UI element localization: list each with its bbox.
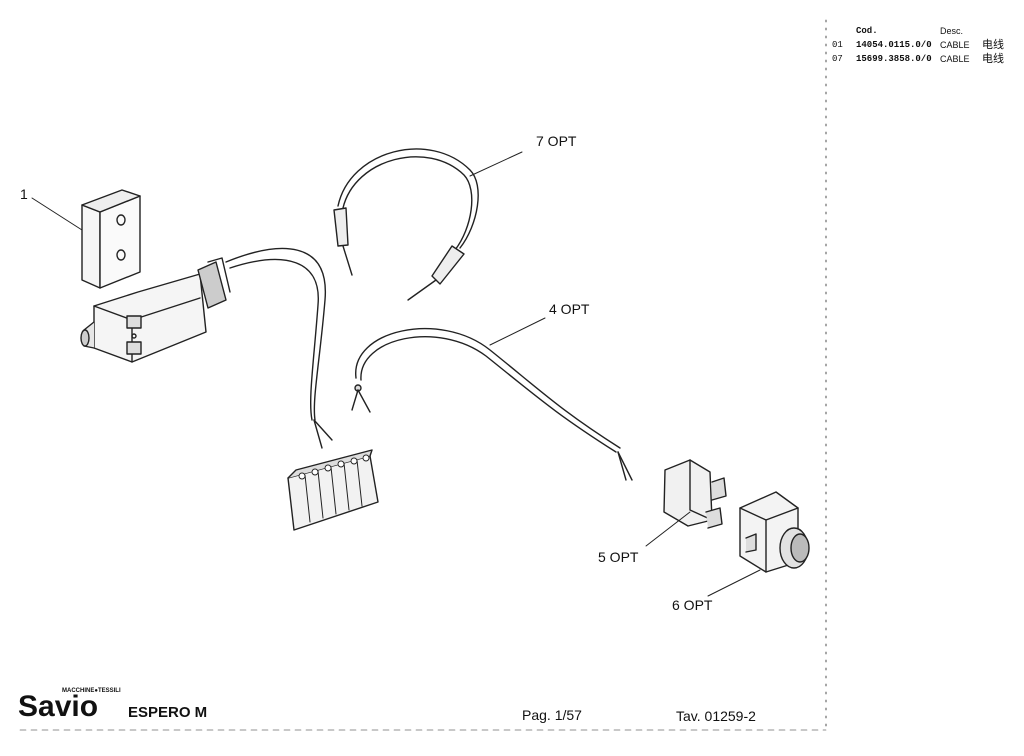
row-code: 14054.0115.0/0 <box>856 40 932 50</box>
terminal-block-part <box>287 449 379 531</box>
col-header-desc: Desc. <box>940 26 964 36</box>
row-desc-cn: 电线 <box>982 53 1004 65</box>
callout-item-4: 4 OPT <box>549 301 590 317</box>
row-pos: 07 <box>832 54 843 64</box>
cable-7-part <box>333 148 523 301</box>
callout-item-5: 5 OPT <box>598 549 639 565</box>
row-desc: CABLE <box>940 54 970 64</box>
row-desc: CABLE <box>940 40 970 50</box>
row-pos: 01 <box>832 40 843 50</box>
page-number: Pag. 1/57 <box>522 707 582 723</box>
callout-item-7: 7 OPT <box>536 133 577 149</box>
model-name: ESPERO M <box>128 704 208 721</box>
selector-switch-6-part <box>707 491 810 597</box>
savio-logo: Savio <box>18 690 98 723</box>
row-desc-cn: 电线 <box>982 39 1004 51</box>
row-code: 15699.3858.0/0 <box>856 54 932 64</box>
brand-logo-text: Savio <box>18 690 98 723</box>
bracket-switch-part <box>31 189 333 449</box>
col-header-code: Cod. <box>856 26 878 36</box>
callout-item-1: 1 <box>20 186 28 202</box>
cable-4-part <box>351 317 633 481</box>
callout-item-6: 6 OPT <box>672 597 713 613</box>
brand-tagline: MACCHINE●TESSILI <box>62 688 121 694</box>
contact-block-5-part <box>645 459 727 547</box>
table-number: Tav. 01259-2 <box>676 708 756 724</box>
